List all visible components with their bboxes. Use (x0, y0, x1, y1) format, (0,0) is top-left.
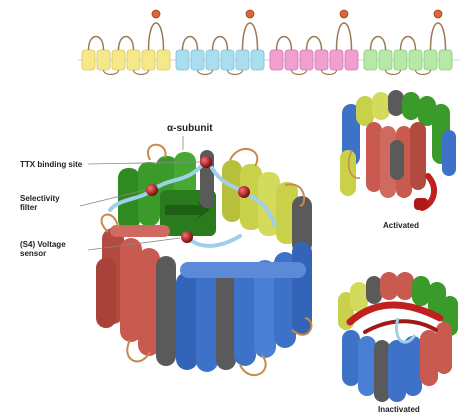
transmembrane-segment (270, 50, 283, 70)
transmembrane-segment (157, 50, 170, 70)
transmembrane-segment (112, 50, 125, 70)
alpha-subunit-label: α-subunit (167, 124, 213, 133)
transmembrane-segment (424, 50, 437, 70)
blue-domain (176, 242, 312, 372)
transmembrane-segment (330, 50, 343, 70)
intracellular-loop (198, 70, 243, 75)
segment-loop (213, 37, 228, 51)
transmembrane-segment (364, 50, 377, 70)
segment-loop (149, 23, 164, 50)
segment-loop (89, 37, 104, 51)
transmembrane-segment (439, 50, 452, 70)
segment-loop (431, 23, 446, 50)
intracellular-loop (104, 70, 149, 75)
transmembrane-segment (409, 50, 422, 70)
segment-loop (119, 37, 134, 51)
topology-row (78, 10, 460, 75)
transmembrane-segment (236, 50, 249, 70)
segment-loop (401, 37, 416, 51)
loop-tip-marker (152, 10, 160, 18)
intracellular-loop (386, 70, 431, 75)
inactivated-label: Inactivated (378, 405, 420, 414)
transmembrane-segment (176, 50, 189, 70)
transmembrane-segment (127, 50, 140, 70)
transmembrane-segment (251, 50, 264, 70)
transmembrane-segment (191, 50, 204, 70)
segment-loop (371, 37, 386, 51)
transmembrane-segment (206, 50, 219, 70)
transmembrane-segment (221, 50, 234, 70)
activated-inset: Activated (340, 90, 456, 230)
segment-loop (307, 37, 322, 51)
domain-I (82, 10, 170, 75)
intracellular-loop (292, 70, 337, 75)
transmembrane-segment (82, 50, 95, 70)
transmembrane-segment (315, 50, 328, 70)
transmembrane-segment (142, 50, 155, 70)
main-channel (80, 136, 312, 375)
ttx-site-marker (200, 156, 212, 168)
red-domain (96, 225, 176, 366)
transmembrane-segment (97, 50, 110, 70)
loop-tip-marker (434, 10, 442, 18)
segment-loop (243, 23, 258, 50)
selectivity-site-marker (146, 184, 158, 196)
voltage-sensor-label: (S4) Voltage sensor (20, 240, 66, 258)
transmembrane-segment (300, 50, 313, 70)
site-marker (238, 186, 250, 198)
transmembrane-segment (394, 50, 407, 70)
domain-III (270, 10, 358, 75)
domain-IV (364, 10, 452, 75)
transmembrane-segment (345, 50, 358, 70)
loop-tip-marker (246, 10, 254, 18)
activated-label: Activated (383, 221, 419, 230)
voltage-site-marker (181, 231, 193, 243)
segment-loop (277, 37, 292, 51)
segment-loop (337, 23, 352, 50)
inactivated-inset: Inactivated (338, 272, 458, 414)
ttx-binding-site-label: TTX binding site (20, 160, 82, 169)
domain-II (176, 10, 264, 75)
selectivity-filter-label: Selectivity filter (20, 194, 60, 212)
transmembrane-segment (285, 50, 298, 70)
transmembrane-segment (379, 50, 392, 70)
loop-tip-marker (340, 10, 348, 18)
segment-loop (183, 37, 198, 51)
